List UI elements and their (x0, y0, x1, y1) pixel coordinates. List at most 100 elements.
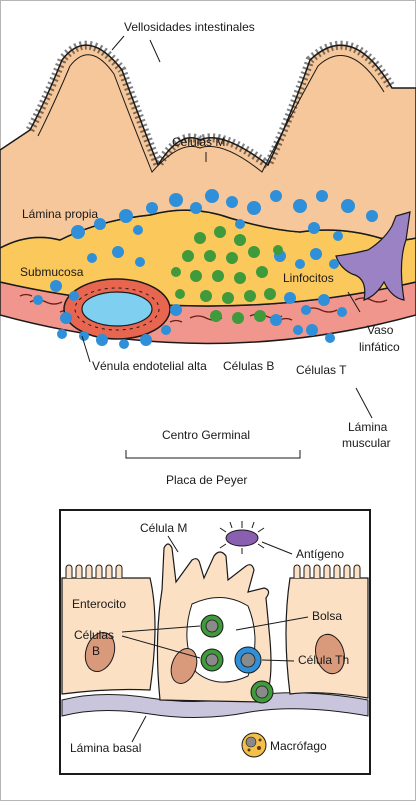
pocket-b-cell-2 (201, 649, 223, 671)
t-cell-dot (333, 231, 343, 241)
t-cell-dot (135, 257, 145, 267)
b-cell-dot (234, 272, 246, 284)
t-cell-dot (301, 305, 311, 315)
vessel-label-2: linfático (359, 340, 400, 354)
t-cell-dot (337, 307, 347, 317)
t-cell-dot (146, 202, 158, 214)
b-cells-label-2: B (92, 644, 100, 658)
t-cell-dot (341, 199, 355, 213)
t-cell-dot (69, 291, 79, 301)
germinal-center-label: Centro Germinal (162, 428, 250, 442)
pocket-label: Bolsa (312, 609, 342, 623)
pocket-b-cell-3 (251, 681, 273, 703)
t-cell-dot (310, 248, 322, 260)
macrophage (242, 733, 266, 757)
b-cell-dot (248, 246, 260, 258)
t-cell-dot (71, 225, 85, 239)
t-cell-dot (169, 193, 183, 207)
b-cell-dot (190, 270, 202, 282)
b-cell-dot (232, 312, 244, 324)
t-cell-dot (133, 225, 143, 235)
muscle-leader (356, 388, 372, 418)
t-cell-dot (329, 259, 339, 269)
villi-leader (112, 36, 124, 50)
t-cell-dot (318, 294, 330, 306)
macrophage-label: Macrófago (270, 739, 327, 753)
t-cell-dot (293, 199, 307, 213)
m-cells-label: Células M (172, 135, 225, 149)
th-cell-label: Célula Th (298, 653, 349, 667)
t-cell-dot (293, 325, 303, 335)
lamina-propria-label: Lámina propia (22, 207, 98, 221)
b-cell-dot (244, 290, 256, 302)
t-cell-dot (306, 324, 318, 336)
villi-leader-2 (150, 40, 160, 62)
t-cell-dot (190, 202, 202, 214)
t-cell-dot (96, 334, 108, 346)
b-cell-dot (254, 310, 266, 322)
b-cell-dot (273, 245, 283, 255)
lymphocytes-label: Linfocitos (283, 271, 334, 285)
t-cell-dot (366, 210, 378, 222)
t-cell-dot (170, 304, 182, 316)
t-cell-dot (247, 201, 261, 215)
b-cell-dot (200, 290, 212, 302)
b-cell-dot (256, 266, 268, 278)
t-cell-dot (50, 280, 62, 292)
t-cell-dot (87, 253, 97, 263)
vessel-label-1: Vaso (367, 323, 394, 337)
enterocyte-label: Enterocito (72, 597, 126, 611)
antigen-label: Antígeno (296, 547, 344, 561)
submucosa-label: Submucosa (20, 265, 84, 279)
b-cell-dot (171, 267, 181, 277)
m-cell-label: Célula M (140, 521, 187, 535)
basal-lamina-label: Lámina basal (70, 741, 141, 755)
b-cell-dot (194, 232, 206, 244)
m-cell-inset: Célula M Antígeno Enterocito Células B B… (60, 510, 370, 774)
villi-label: Vellosidades intestinales (124, 20, 255, 34)
t-cell-dot (60, 312, 72, 324)
t-cell-dot (270, 190, 282, 202)
t-cell-dot (316, 190, 328, 202)
mucosa-section (0, 45, 416, 349)
b-cell-dot (264, 288, 276, 300)
t-cell-dot (308, 222, 320, 234)
t-cell-dot (325, 333, 335, 343)
t-cell-dot (112, 246, 124, 258)
venule-label: Vénula endotelial alta (92, 359, 207, 373)
b-cell-dot (222, 292, 234, 304)
t-cell-dot (205, 189, 219, 203)
b-cell-dot (212, 270, 224, 282)
t-cell-dot (226, 196, 238, 208)
t-cell-dot (270, 314, 282, 326)
t-cell-dot (119, 209, 133, 223)
t-cell-dot (33, 295, 43, 305)
peyer-patch-label: Placa de Peyer (166, 473, 247, 487)
t-cell-dot (284, 292, 296, 304)
b-cell-dot (182, 250, 194, 262)
t-cell-dot (140, 334, 152, 346)
muscle-label-2: muscular (342, 436, 391, 450)
peyer-bracket (126, 450, 300, 458)
t-cell-dot (295, 259, 305, 269)
b-cells-label: Células B (223, 359, 274, 373)
high-endothelial-venule (64, 279, 170, 339)
b-cell-dot (175, 289, 185, 299)
b-cell-dot (234, 234, 246, 246)
b-cell-dot (210, 310, 222, 322)
t-cell-dot (57, 329, 67, 339)
b-cell-dot (226, 252, 238, 264)
pocket-b-cell-1 (201, 615, 223, 637)
t-cells-label: Células T (296, 363, 347, 377)
t-cell-dot (235, 219, 245, 229)
t-cell-dot (119, 339, 129, 349)
th-cell (235, 647, 261, 673)
right-microvilli (294, 565, 360, 578)
b-cell-dot (204, 250, 216, 262)
t-cell-dot (161, 325, 171, 335)
b-cell-dot (214, 226, 226, 238)
b-cells-label-1: Células (74, 628, 114, 642)
t-cell-dot (79, 331, 89, 341)
muscle-label-1: Lámina (348, 420, 388, 434)
